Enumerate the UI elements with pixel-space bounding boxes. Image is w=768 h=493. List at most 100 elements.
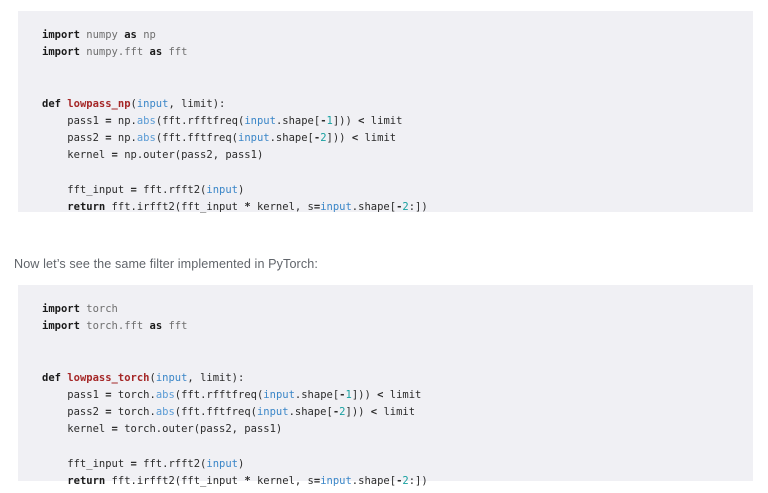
code-token-plain [42, 201, 67, 213]
code-token-op: = [111, 423, 118, 436]
code-token-num: 2 [339, 406, 346, 419]
code-token-builtin: abs [136, 115, 156, 128]
code-line: return fft.irfft2(fft_input * kernel, s=… [42, 199, 753, 216]
code-token-param: input [155, 371, 188, 384]
code-line: pass1 = torch.abs(fft.rfftfreq(input.sha… [42, 387, 753, 404]
code-line: pass2 = torch.abs(fft.fftfreq(input.shap… [42, 404, 753, 421]
code-line [42, 165, 753, 182]
code-token-param: input [244, 115, 276, 128]
code-token-plain: ])) [351, 389, 378, 402]
code-token-op: < [358, 115, 365, 128]
code-token-op: = [105, 132, 112, 145]
code-line: import numpy.fft as fft [42, 44, 753, 61]
code-token-plain: pass1 [42, 115, 106, 128]
code-token-plain: kernel [42, 423, 112, 436]
code-line [42, 439, 753, 456]
code-line: return fft.irfft2(fft_input * kernel, s=… [42, 473, 753, 490]
code-line: kernel = torch.outer(pass2, pass1) [42, 421, 753, 438]
code-token-fname: lowpass_torch [67, 371, 150, 384]
code-token-op: = [130, 183, 137, 196]
code-token-op: < [370, 406, 378, 419]
code-token-plain: torch. [111, 406, 156, 419]
code-line: fft_input = fft.rfft2(input) [42, 456, 753, 473]
code-token-kw: import [42, 303, 80, 315]
code-token-mod: numpy.fft [86, 46, 144, 59]
code-token-plain: np. [111, 132, 137, 145]
code-token-op: - [396, 475, 403, 488]
code-token-param: input [206, 457, 238, 470]
code-token-op: = [111, 149, 118, 162]
code-line: pass2 = np.abs(fft.fftfreq(input.shape[-… [42, 130, 753, 147]
code-token-plain: limit [383, 389, 422, 402]
code-token-plain: pass2 [42, 132, 106, 145]
code-line: def lowpass_torch(input, limit): [42, 370, 753, 387]
code-token-plain: fft.irfft2(fft_input [105, 201, 245, 214]
code-token-plain: (fft.rfftfreq( [174, 389, 264, 402]
code-token-param: input [263, 389, 295, 402]
code-token-mod: fft [168, 320, 188, 333]
code-token-param: input [238, 132, 270, 145]
code-token-plain: (fft.fftfreq( [155, 132, 238, 145]
code-token-kw: import [42, 46, 80, 59]
code-token-op: - [320, 115, 327, 128]
code-line: def lowpass_np(input, limit): [42, 96, 753, 113]
code-token-kw: as [149, 46, 163, 59]
code-line: import torch [42, 301, 753, 318]
code-token-plain: kernel [42, 149, 112, 162]
code-token-num: 1 [326, 115, 333, 128]
code-token-plain: torch. [111, 389, 156, 402]
code-token-plain: .shape[ [351, 201, 397, 214]
code-token-plain: :]) [408, 475, 428, 488]
code-token-plain: np. [111, 115, 137, 128]
code-token-param: input [256, 406, 289, 419]
code-token-plain: .shape[ [288, 406, 333, 419]
code-token-plain: fft_input [42, 457, 131, 470]
code-line [42, 353, 753, 370]
code-token-plain: .shape[ [294, 389, 340, 402]
code-token-plain: kernel, s [250, 475, 314, 488]
code-token-op: = [313, 475, 321, 488]
code-line [42, 79, 753, 96]
code-token-plain: .shape[ [275, 115, 321, 128]
code-line [42, 61, 753, 78]
code-token-plain: ])) [332, 115, 359, 128]
code-token-kw: as [149, 320, 163, 333]
code-token-plain [42, 475, 67, 487]
code-token-param: input [206, 183, 238, 196]
code-token-plain: :]) [408, 201, 428, 214]
code-token-plain: pass2 [42, 406, 106, 419]
code-token-plain: ( [130, 97, 137, 110]
code-token-op: < [377, 389, 384, 402]
code-token-plain: ) [238, 183, 245, 196]
code-token-kw: return [67, 475, 106, 488]
code-token-fname: lowpass_np [67, 97, 131, 110]
code-token-builtin: abs [155, 389, 175, 402]
code-token-op: - [332, 406, 340, 419]
code-token-plain: torch.outer(pass2, pass1) [117, 423, 283, 436]
code-token-num: 2 [320, 132, 327, 145]
code-token-plain: ])) [345, 406, 371, 419]
code-token-plain: fft.rfft2( [136, 457, 207, 470]
code-token-plain: limit [377, 406, 416, 419]
code-token-mod: fft [168, 46, 188, 59]
paragraph-pytorch-intro: Now let’s see the same filter implemente… [14, 256, 318, 271]
code-token-plain: ) [238, 457, 245, 470]
code-token-kw: import [42, 320, 80, 333]
code-token-plain: ])) [326, 132, 352, 145]
code-token-plain: limit [364, 115, 403, 128]
code-token-plain: ( [149, 371, 156, 384]
code-token-num: 1 [345, 389, 352, 402]
code-token-op: = [105, 389, 112, 402]
code-token-kw: as [124, 29, 137, 41]
code-line: kernel = np.outer(pass2, pass1) [42, 147, 753, 164]
code-token-mod: torch [86, 303, 118, 315]
code-token-param: input [320, 201, 352, 214]
code-token-plain: kernel, s [250, 201, 314, 214]
code-token-plain: (fft.rfftfreq( [155, 115, 245, 128]
code-token-param: input [320, 475, 352, 488]
